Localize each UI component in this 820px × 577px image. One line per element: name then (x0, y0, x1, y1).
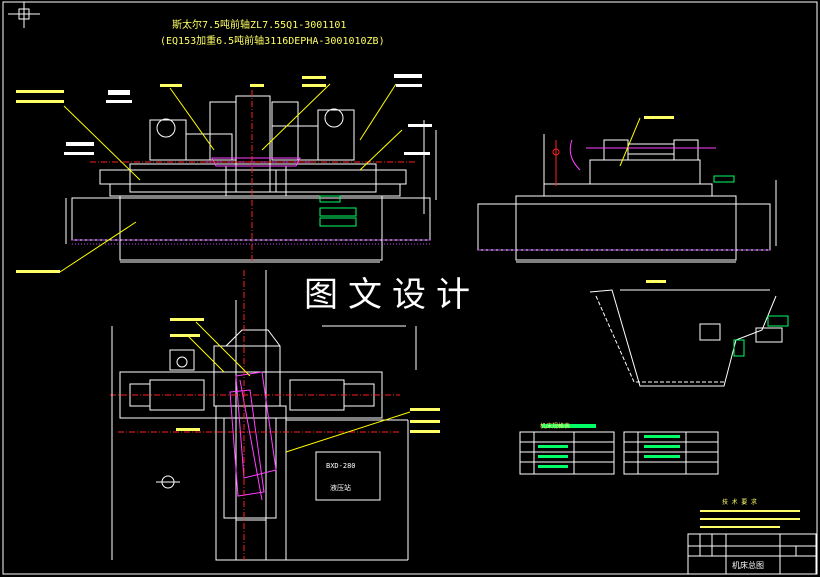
crosshair-cursor-icon (8, 2, 40, 28)
hydraulic-station-name: 液压站 (330, 483, 351, 492)
spec-table-left (519, 424, 615, 475)
title-block-name: 机床总图 (732, 560, 764, 570)
spec-table-right (623, 431, 719, 475)
front-view (16, 74, 437, 273)
drawing-title-line2: (EQ153加重6.5吨前轴3116DEPHA-3001010ZB) (160, 34, 385, 47)
hydraulic-station-code: BXD-280 (326, 462, 356, 470)
spec-table-title: 机床规格表 (540, 422, 570, 430)
plan-view (110, 270, 440, 561)
technical-notes (700, 510, 800, 528)
watermark-text: 图文设计 (304, 275, 480, 315)
hydraulic-schematic (589, 280, 789, 387)
drawing-title-line1: 斯太尔7.5吨前轴ZL7.55Q1-3001101 (172, 18, 346, 31)
hydraulic-station-box (315, 451, 381, 501)
title-block (687, 533, 817, 575)
side-view (477, 116, 777, 263)
technical-notes-title: 技 术 要 求 (722, 498, 757, 506)
